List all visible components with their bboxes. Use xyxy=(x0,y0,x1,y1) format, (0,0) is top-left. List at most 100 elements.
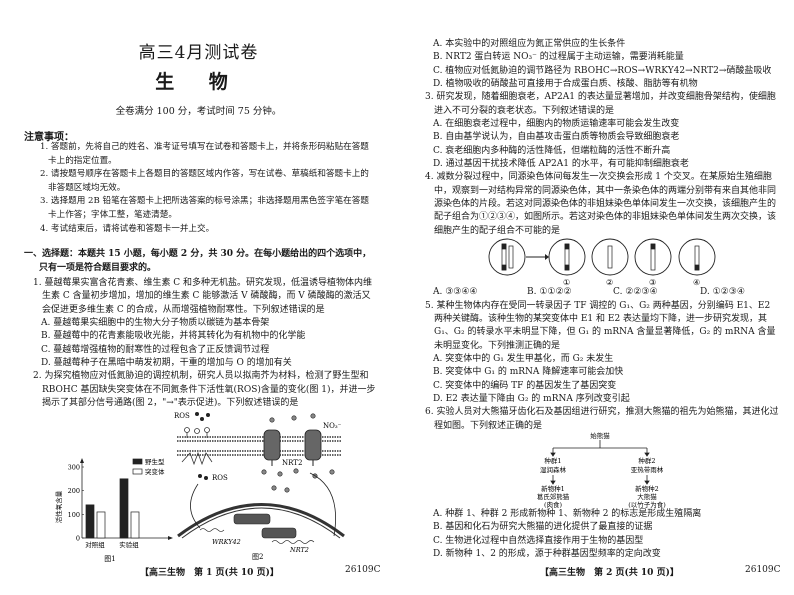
bar-突变体-实验组 xyxy=(130,511,140,539)
question-2-stem: 2. 为探究植物应对低氮胁迫的调控机制，研究人员以拟南芥为材料，检测了野生型和 … xyxy=(33,371,376,408)
question-block-1: 1. 蔓越莓果实富含花青素、维生素 C 和多种无机盐。研究发现，低温诱导植物体内… xyxy=(33,277,376,410)
section-header: 一、选择题：本题共 15 小题，每小题 2 分，共 30 分。在每小题给出的四个… xyxy=(24,249,372,273)
note-item: 3. 选择题用 2B 铅笔在答题卡上把所选答案的标号涂黑；非选择题用黑色签字笔在… xyxy=(40,196,369,220)
flow-sp2-diet: (以竹子为食) xyxy=(628,500,666,509)
gamete-label-4: ④ xyxy=(693,278,700,287)
question-5-option-c: C. 突变体中的编码 TF 的基因发生了基因突变 xyxy=(433,380,617,391)
arrow-icon xyxy=(526,254,549,261)
flow-root: 始熊猫 xyxy=(590,431,610,440)
note-item: 2. 请按题号顺序在答题卡上各题目的答题区域内作答，写在试卷、草稿纸和答题卡上的… xyxy=(40,169,369,193)
x-tick-label: 实验组 xyxy=(119,540,139,549)
page-1-text-column: 1. 答题前，先将自己的姓名、准考证号填写在试卷和答题卡上，并将条形码粘贴在答题… xyxy=(24,141,376,410)
question-3-option-d: D. 通过基因干扰技术降低 AP2A1 的水平，有可能抑制细胞衰老 xyxy=(433,159,689,170)
promotion-arrows xyxy=(190,472,336,537)
question-2-option-d: D. 植物吸收的硝酸盐可直接用于合成蛋白质、核酸、脂肪等有机物 xyxy=(433,79,698,90)
score-info: 全卷满分 100 分，考试时间 75 分钟。 xyxy=(115,106,282,117)
question-1-option-b: B. 蔓越莓中的花青素能吸收光能，并将其转化为有机物中的化学能 xyxy=(41,331,306,342)
nitrate-ions-icon xyxy=(261,413,335,493)
flow-sp1: 新物种1 xyxy=(541,484,565,493)
page-1-code: 26109C xyxy=(345,565,381,575)
y-tick-label: 300 xyxy=(68,464,80,472)
question-6-option-c: C. 生物进化过程中自然选择直接作用于生物的基因型 xyxy=(433,535,644,546)
page-1-footer: 【高三生物 第 1 页(共 10 页)】 xyxy=(140,568,279,578)
ros-molecules-icon xyxy=(195,412,210,480)
flowchart-arrows xyxy=(550,439,650,485)
y-axis-arrow xyxy=(80,458,84,463)
nucleus-envelope xyxy=(177,503,345,539)
figure-2-caption: 图2 xyxy=(252,553,263,560)
gamete-label-1: ① xyxy=(563,278,570,287)
evolution-flowchart: 始熊猫 种群1 湿润森林 种群2 亚热带雨林 新物种1 葛氏郊熊猫 (肉食) 新… xyxy=(537,431,666,509)
bar-野生型-实验组 xyxy=(119,478,129,539)
rbohc-enzyme-icon xyxy=(181,427,213,466)
note-item: 1. 答题前，先将自己的姓名、准考证号填写在试卷和答题卡上，并将条形码粘贴在答题… xyxy=(40,142,369,166)
gamete-label-3: ③ xyxy=(649,278,656,287)
question-4-options: A. ③③④④ B. ①①②② C. ②②③④ D. ①②③④ xyxy=(425,286,781,299)
page-2-text-column: A. 本实验中的对照组应为氮正常供应的生长条件 B. NRT2 蛋白转运 NO₃… xyxy=(425,38,781,561)
bar-突变体-对照组 xyxy=(96,511,106,539)
evolution-flowchart-box: 始熊猫 种群1 湿润森林 种群2 亚热带雨林 新物种1 葛氏郊熊猫 (肉食) 新… xyxy=(425,431,781,509)
question-5-option-d: D. E2 表达量下降由 G₂ 的 mRNA 序列改变引起 xyxy=(433,393,630,404)
question-2-option-c: C. 植物应对低氮胁迫的调节路径为 RBOHC→ROS→WRKY42→NRT2→… xyxy=(433,65,772,76)
nrt2-transporter-icon xyxy=(263,429,322,466)
question-3-option-b: B. 自由基学说认为，自由基攻击蛋白质等物质会导致细胞衰老 xyxy=(433,132,680,143)
wrky42-gene-label: WRKY42 xyxy=(212,538,241,546)
legend-swatch xyxy=(132,458,143,465)
question-5-option-a: A. 突变体中的 G₁ 发生甲基化，而 G₂ 未发生 xyxy=(433,353,614,364)
question-3-stem: 3. 研究发现，随着细胞衰老，AP2A1 的表达量显著增加，并改变细胞骨架结构，… xyxy=(425,92,776,116)
question-5-option-b: B. 突变体中 G₁ 的 mRNA 降解速率可能会加快 xyxy=(433,367,624,378)
gamete-label-2: ② xyxy=(606,278,613,287)
y-tick-label: 100 xyxy=(68,511,80,519)
question-6-option-a: A. 种群 1、种群 2 形成新物种 1、新物种 2 的标志是形成生殖隔离 xyxy=(433,508,702,519)
question-4-option-b: B. ①①②② xyxy=(527,287,572,298)
nitrate-label: NO₃⁻ xyxy=(323,422,342,430)
question-4-option-d: D. ①②③④ xyxy=(700,287,745,298)
figure-2-diagram: ROS NO₃⁻ NRT2 ROS WRKY42 NRT2 图2 xyxy=(174,412,345,560)
ros-label-mid: ROS xyxy=(212,474,228,482)
question-6-option-d: D. 新物种 1、2 的形成，源于种群基因型频率的定向改变 xyxy=(433,548,661,559)
question-1-option-a: A. 蔓越莓果实细胞中的生物大分子物质以碳链为基本骨架 xyxy=(41,317,270,328)
y-tick-label: 200 xyxy=(68,487,80,495)
question-5-stem: 5. 某种生物体内存在受同一转录因子 TF 调控的 G₁、G₂ 两种基因，分别编… xyxy=(425,300,776,351)
question-2-option-b: B. NRT2 蛋白转运 NO₃⁻ 的过程属于主动运输，需要消耗能量 xyxy=(433,52,684,63)
x-tick-label: 对照组 xyxy=(85,540,105,549)
chromosome-figure: ① ② ③ ④ xyxy=(488,238,716,287)
chromosomes xyxy=(501,243,700,271)
exam-title: 高三4月测试卷 xyxy=(138,43,259,63)
nrt2-gene-label: NRT2 xyxy=(289,546,309,554)
flow-sp1-name: 葛氏郊熊猫 xyxy=(537,492,570,501)
flow-sp2-name: 大熊猫 xyxy=(637,492,657,501)
flow-pop2: 种群2 xyxy=(638,456,655,465)
flow-sp2: 新物种2 xyxy=(635,484,659,493)
page-2-code: 26109C xyxy=(745,565,781,575)
chromosome-figure-box: ① ② ③ ④ xyxy=(425,238,781,287)
question-4-option-a: A. ③③④④ xyxy=(433,287,478,298)
question-1-stem: 1. 蔓越莓果实富含花青素、维生素 C 和多种无机盐。研究发现，低温诱导植物体内… xyxy=(33,277,373,315)
flow-pop2-env: 亚热带雨林 xyxy=(631,465,664,474)
chart-title: 图1 xyxy=(104,555,115,563)
question-3-option-a: A. 在细胞衰老过程中，细胞内的物质运输速率可能会发生改变 xyxy=(433,119,680,130)
flow-pop1-env: 湿润森林 xyxy=(540,465,567,474)
figure-1-bar-chart: 0100200300活性氧含量对照组实验组野生型突变体图1 xyxy=(55,457,173,563)
note-item: 4. 考试结束后，请将试卷和答题卡一并上交。 xyxy=(40,223,215,234)
flow-pop1: 种群1 xyxy=(544,456,561,465)
flow-sp1-diet: (肉食) xyxy=(544,500,563,509)
notes-title: 注意事项： xyxy=(24,132,74,143)
y-tick-label: 0 xyxy=(76,535,80,543)
x-axis-arrow xyxy=(168,536,173,540)
legend-swatch xyxy=(132,468,143,475)
question-3-option-c: C. 衰老细胞内多种酶的活性降低，但端粒酶的活性不断升高 xyxy=(433,145,671,156)
legend-label: 野生型 xyxy=(145,457,165,466)
bar-野生型-对照组 xyxy=(85,504,95,539)
question-2-option-a: A. 本实验中的对照组应为氮正常供应的生长条件 xyxy=(433,39,626,49)
question-1-option-d: D. 蔓越莓种子在黑暗中萌发初期，干重的增加与 O 的增加有关 xyxy=(41,357,292,368)
nrt2-protein-label: NRT2 xyxy=(282,459,302,467)
gene-dna-icon xyxy=(199,513,315,544)
cell-circles xyxy=(488,238,716,276)
ros-label-top: ROS xyxy=(174,412,190,420)
subject-title: 生 物 xyxy=(155,71,242,93)
y-axis-label: 活性氧含量 xyxy=(55,490,63,523)
question-4-option-c: C. ②②③④ xyxy=(613,287,658,298)
notes-list: 1. 答题前，先将自己的姓名、准考证号填写在试卷和答题卡上，并将条形码粘贴在答题… xyxy=(40,141,376,236)
question-6-stem: 6. 实验人员对大熊猫牙齿化石及基因组进行研究，推测大熊猫的祖先为始熊猫，其进化… xyxy=(425,407,779,431)
